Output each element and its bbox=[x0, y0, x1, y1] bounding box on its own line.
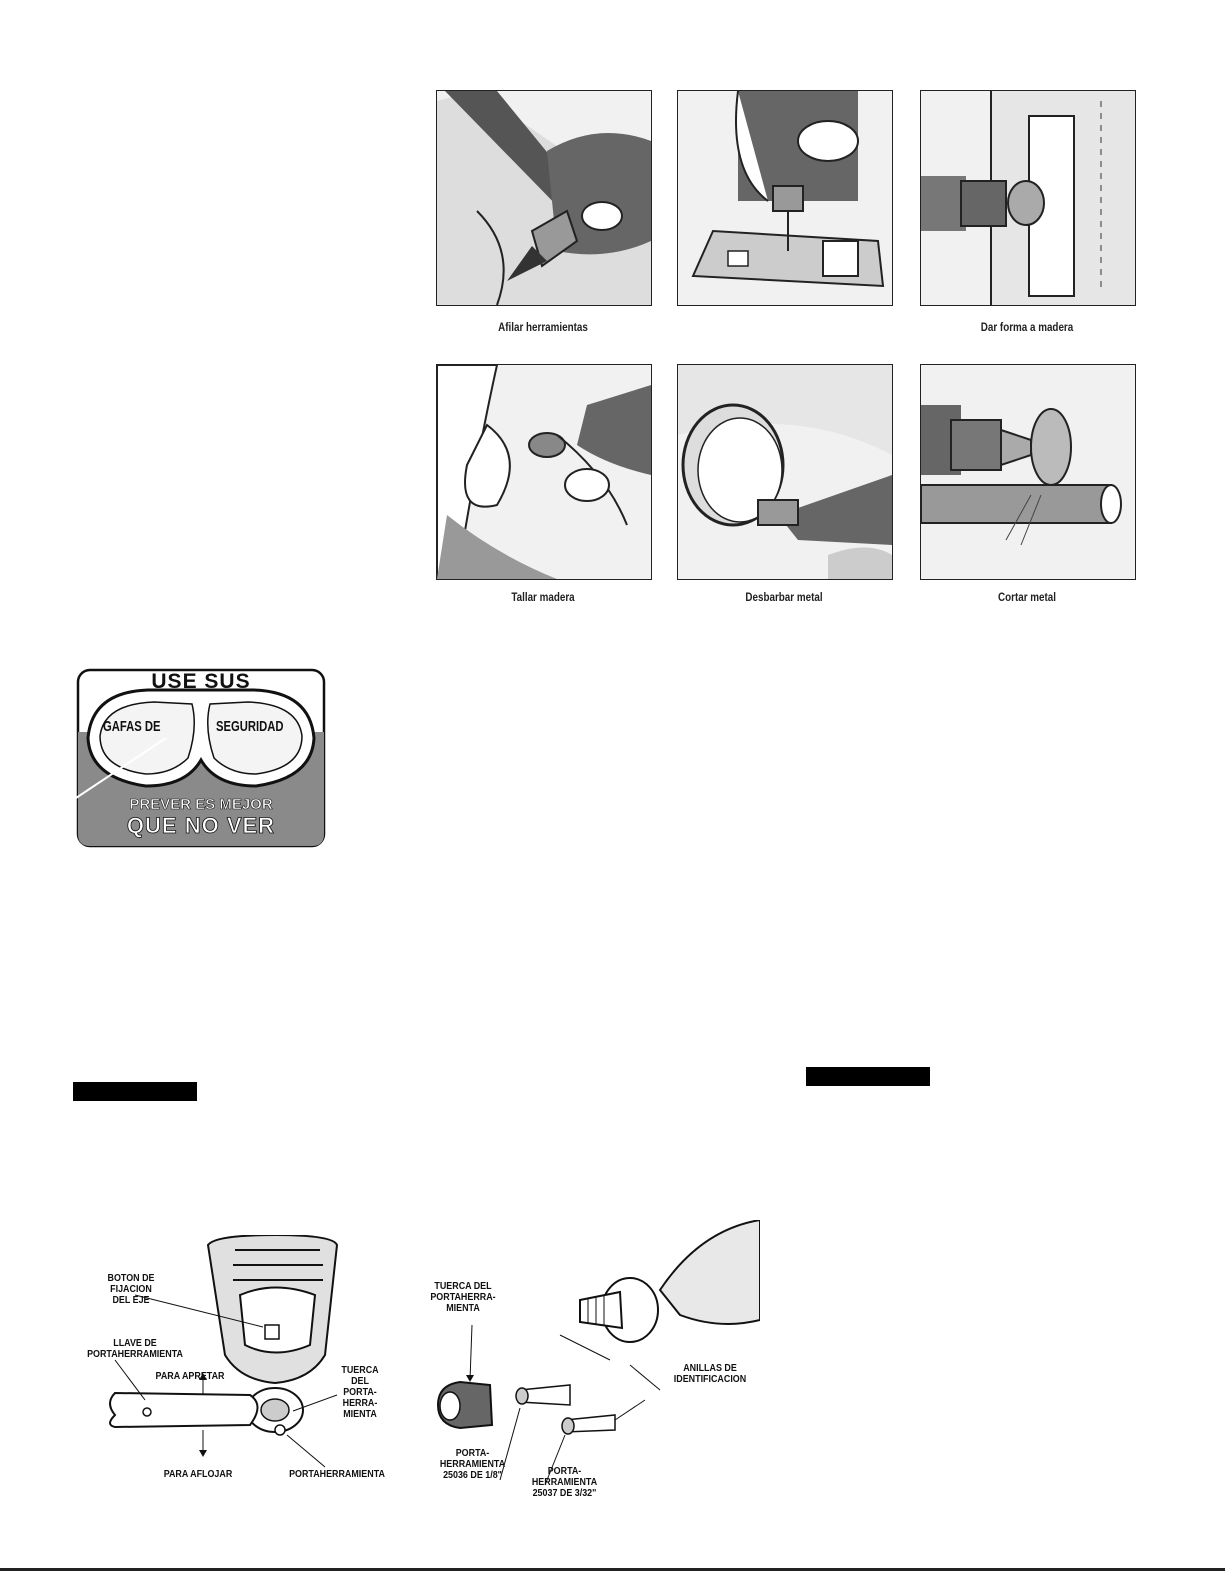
illustration-shaping-wood bbox=[920, 90, 1136, 306]
collet-parts-diagram bbox=[430, 1220, 760, 1510]
label-to-tighten: PARA APRETAR bbox=[155, 1370, 225, 1382]
label-collet-nut-left: TUERCA DEL PORTA- HERRA- MIENTA bbox=[341, 1364, 379, 1420]
label-identification-rings: ANILLAS DE IDENTIFICACION bbox=[673, 1362, 747, 1385]
badge-line2-text: QUE NO VER bbox=[126, 813, 276, 839]
label-collet-1-8: PORTA- HERRAMIENTA 25036 DE 1/8" bbox=[439, 1447, 506, 1481]
caption-shaping-wood: Dar forma a madera bbox=[980, 320, 1074, 334]
badge-top-text: USE SUS bbox=[151, 670, 251, 693]
illustration-cutting-metal bbox=[920, 364, 1136, 580]
label-collet-nut-right: TUERCA DEL PORTAHERRA- MIENTA bbox=[430, 1280, 496, 1314]
collet-wrench-diagram bbox=[75, 1235, 410, 1485]
section-heading-bar-left bbox=[73, 1082, 197, 1101]
illustration-sharpening-tools bbox=[436, 90, 652, 306]
label-spindle-lock-button: BOTON DE FIJACION DEL EJE bbox=[107, 1272, 155, 1306]
badge-right-lens-text: SEGURIDAD bbox=[216, 718, 284, 735]
label-to-loosen: PARA AFLOJAR bbox=[163, 1468, 233, 1480]
safety-glasses-badge: USE SUS GAFAS DE SEGURIDAD PREVER ES MEJ… bbox=[76, 668, 326, 848]
illustration-circuit-board bbox=[677, 90, 893, 306]
caption-cutting-metal: Cortar metal bbox=[998, 590, 1056, 604]
illustration-carving-wood bbox=[436, 364, 652, 580]
caption-sharpening-tools: Afilar herramientas bbox=[498, 320, 588, 334]
badge-line1-text: PREVER ES MEJOR bbox=[129, 796, 273, 814]
label-collet-wrench: LLAVE DE PORTAHERRAMIENTA bbox=[87, 1337, 183, 1360]
section-heading-bar-right bbox=[806, 1067, 930, 1086]
page-bottom-rule bbox=[0, 1568, 1225, 1571]
illustration-deburring-metal bbox=[677, 364, 893, 580]
label-collet: PORTAHERRAMIENTA bbox=[289, 1468, 385, 1480]
badge-left-lens-text: GAFAS DE bbox=[102, 718, 161, 735]
caption-carving-wood: Tallar madera bbox=[511, 590, 575, 604]
caption-deburring-metal: Desbarbar metal bbox=[745, 590, 823, 604]
label-collet-3-32: PORTA- HERRAMIENTA 25037 DE 3/32" bbox=[531, 1465, 598, 1499]
